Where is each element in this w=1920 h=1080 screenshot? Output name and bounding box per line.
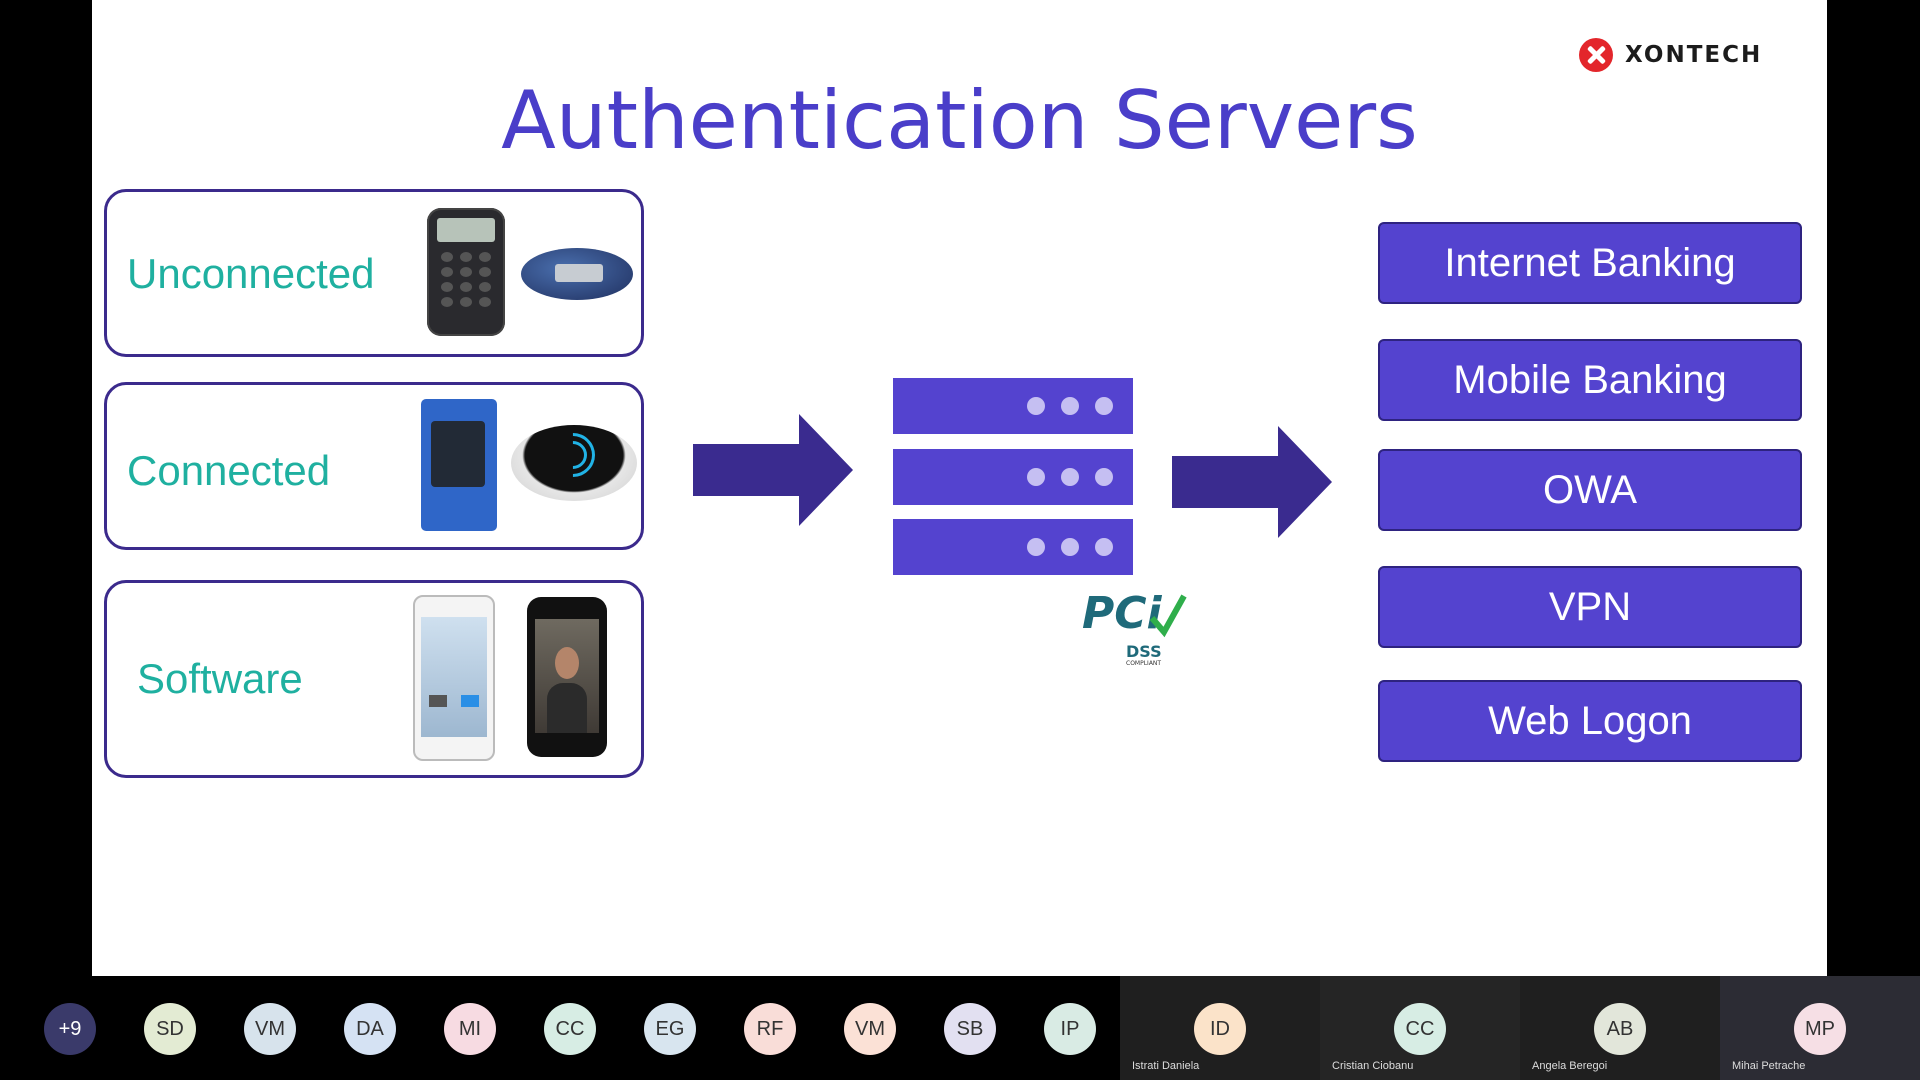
category-label: Software	[137, 655, 303, 702]
service-owa: OWA	[1378, 449, 1802, 531]
participant-avatar[interactable]: CC	[544, 1003, 596, 1055]
participant-avatar: AB	[1594, 1003, 1646, 1055]
participant-avatar: CC	[1394, 1003, 1446, 1055]
participant-name: Cristian Ciobanu	[1332, 1060, 1414, 1072]
service-vpn: VPN	[1378, 566, 1802, 648]
service-internet-banking: Internet Banking	[1378, 222, 1802, 304]
participant-avatar[interactable]: VM	[844, 1003, 896, 1055]
slide-title: Authentication Servers	[501, 74, 1418, 167]
more-participants-button[interactable]: +9	[44, 1003, 96, 1055]
contactless-reader-icon	[511, 423, 637, 501]
usb-token-icon	[421, 399, 497, 531]
participant-avatar[interactable]: RF	[744, 1003, 796, 1055]
server-unit	[893, 378, 1133, 434]
participant-tile[interactable]: MP Mihai Petrache	[1720, 976, 1920, 1080]
category-label: Unconnected	[127, 250, 375, 297]
xontech-logo: XONTECH	[1579, 38, 1762, 72]
participant-tile[interactable]: AB Angela Beregoi	[1520, 976, 1720, 1080]
presentation-slide: XONTECH Authentication Servers Unconnect…	[92, 0, 1827, 976]
category-label: Connected	[127, 447, 331, 494]
face-recognition-phone-icon	[527, 597, 607, 757]
server-unit	[893, 449, 1133, 505]
participant-name: Angela Beregoi	[1532, 1060, 1608, 1072]
arrow-right-icon	[693, 414, 853, 526]
arrow-right-icon	[1172, 426, 1332, 538]
participant-tile[interactable]: CC Cristian Ciobanu	[1320, 976, 1520, 1080]
server-unit	[893, 519, 1133, 575]
hardware-token-keypad-icon	[427, 208, 505, 336]
category-box-connected: Connected	[104, 382, 644, 550]
participant-avatar[interactable]: EG	[644, 1003, 696, 1055]
pci-dss-compliant-logo: PCi DSS COMPLIANT	[1082, 588, 1192, 672]
logo-text: XONTECH	[1625, 42, 1763, 68]
participant-avatar[interactable]: IP	[1044, 1003, 1096, 1055]
participant-avatar[interactable]: SD	[144, 1003, 196, 1055]
pci-compliant-text: COMPLIANT	[1126, 660, 1162, 667]
participant-avatar[interactable]: DA	[344, 1003, 396, 1055]
category-box-software: Software	[104, 580, 644, 778]
service-mobile-banking: Mobile Banking	[1378, 339, 1802, 421]
xontech-logo-icon	[1579, 38, 1613, 72]
service-web-logon: Web Logon	[1378, 680, 1802, 762]
participant-avatar: ID	[1194, 1003, 1246, 1055]
pci-mark: PCi	[1082, 588, 1162, 639]
participant-avatar[interactable]: VM	[244, 1003, 296, 1055]
smartphone-app-icon	[413, 595, 495, 761]
participant-avatar: MP	[1794, 1003, 1846, 1055]
checkmark-icon	[1149, 594, 1187, 638]
participant-tile[interactable]: ID Istrati Daniela	[1120, 976, 1320, 1080]
participant-avatar[interactable]: MI	[444, 1003, 496, 1055]
participant-name: Mihai Petrache	[1732, 1060, 1806, 1072]
key-fob-token-icon	[521, 248, 633, 300]
category-box-unconnected: Unconnected	[104, 189, 644, 357]
participant-avatar[interactable]: SB	[944, 1003, 996, 1055]
participant-name: Istrati Daniela	[1132, 1060, 1200, 1072]
pci-dss-text: DSS	[1126, 642, 1162, 661]
